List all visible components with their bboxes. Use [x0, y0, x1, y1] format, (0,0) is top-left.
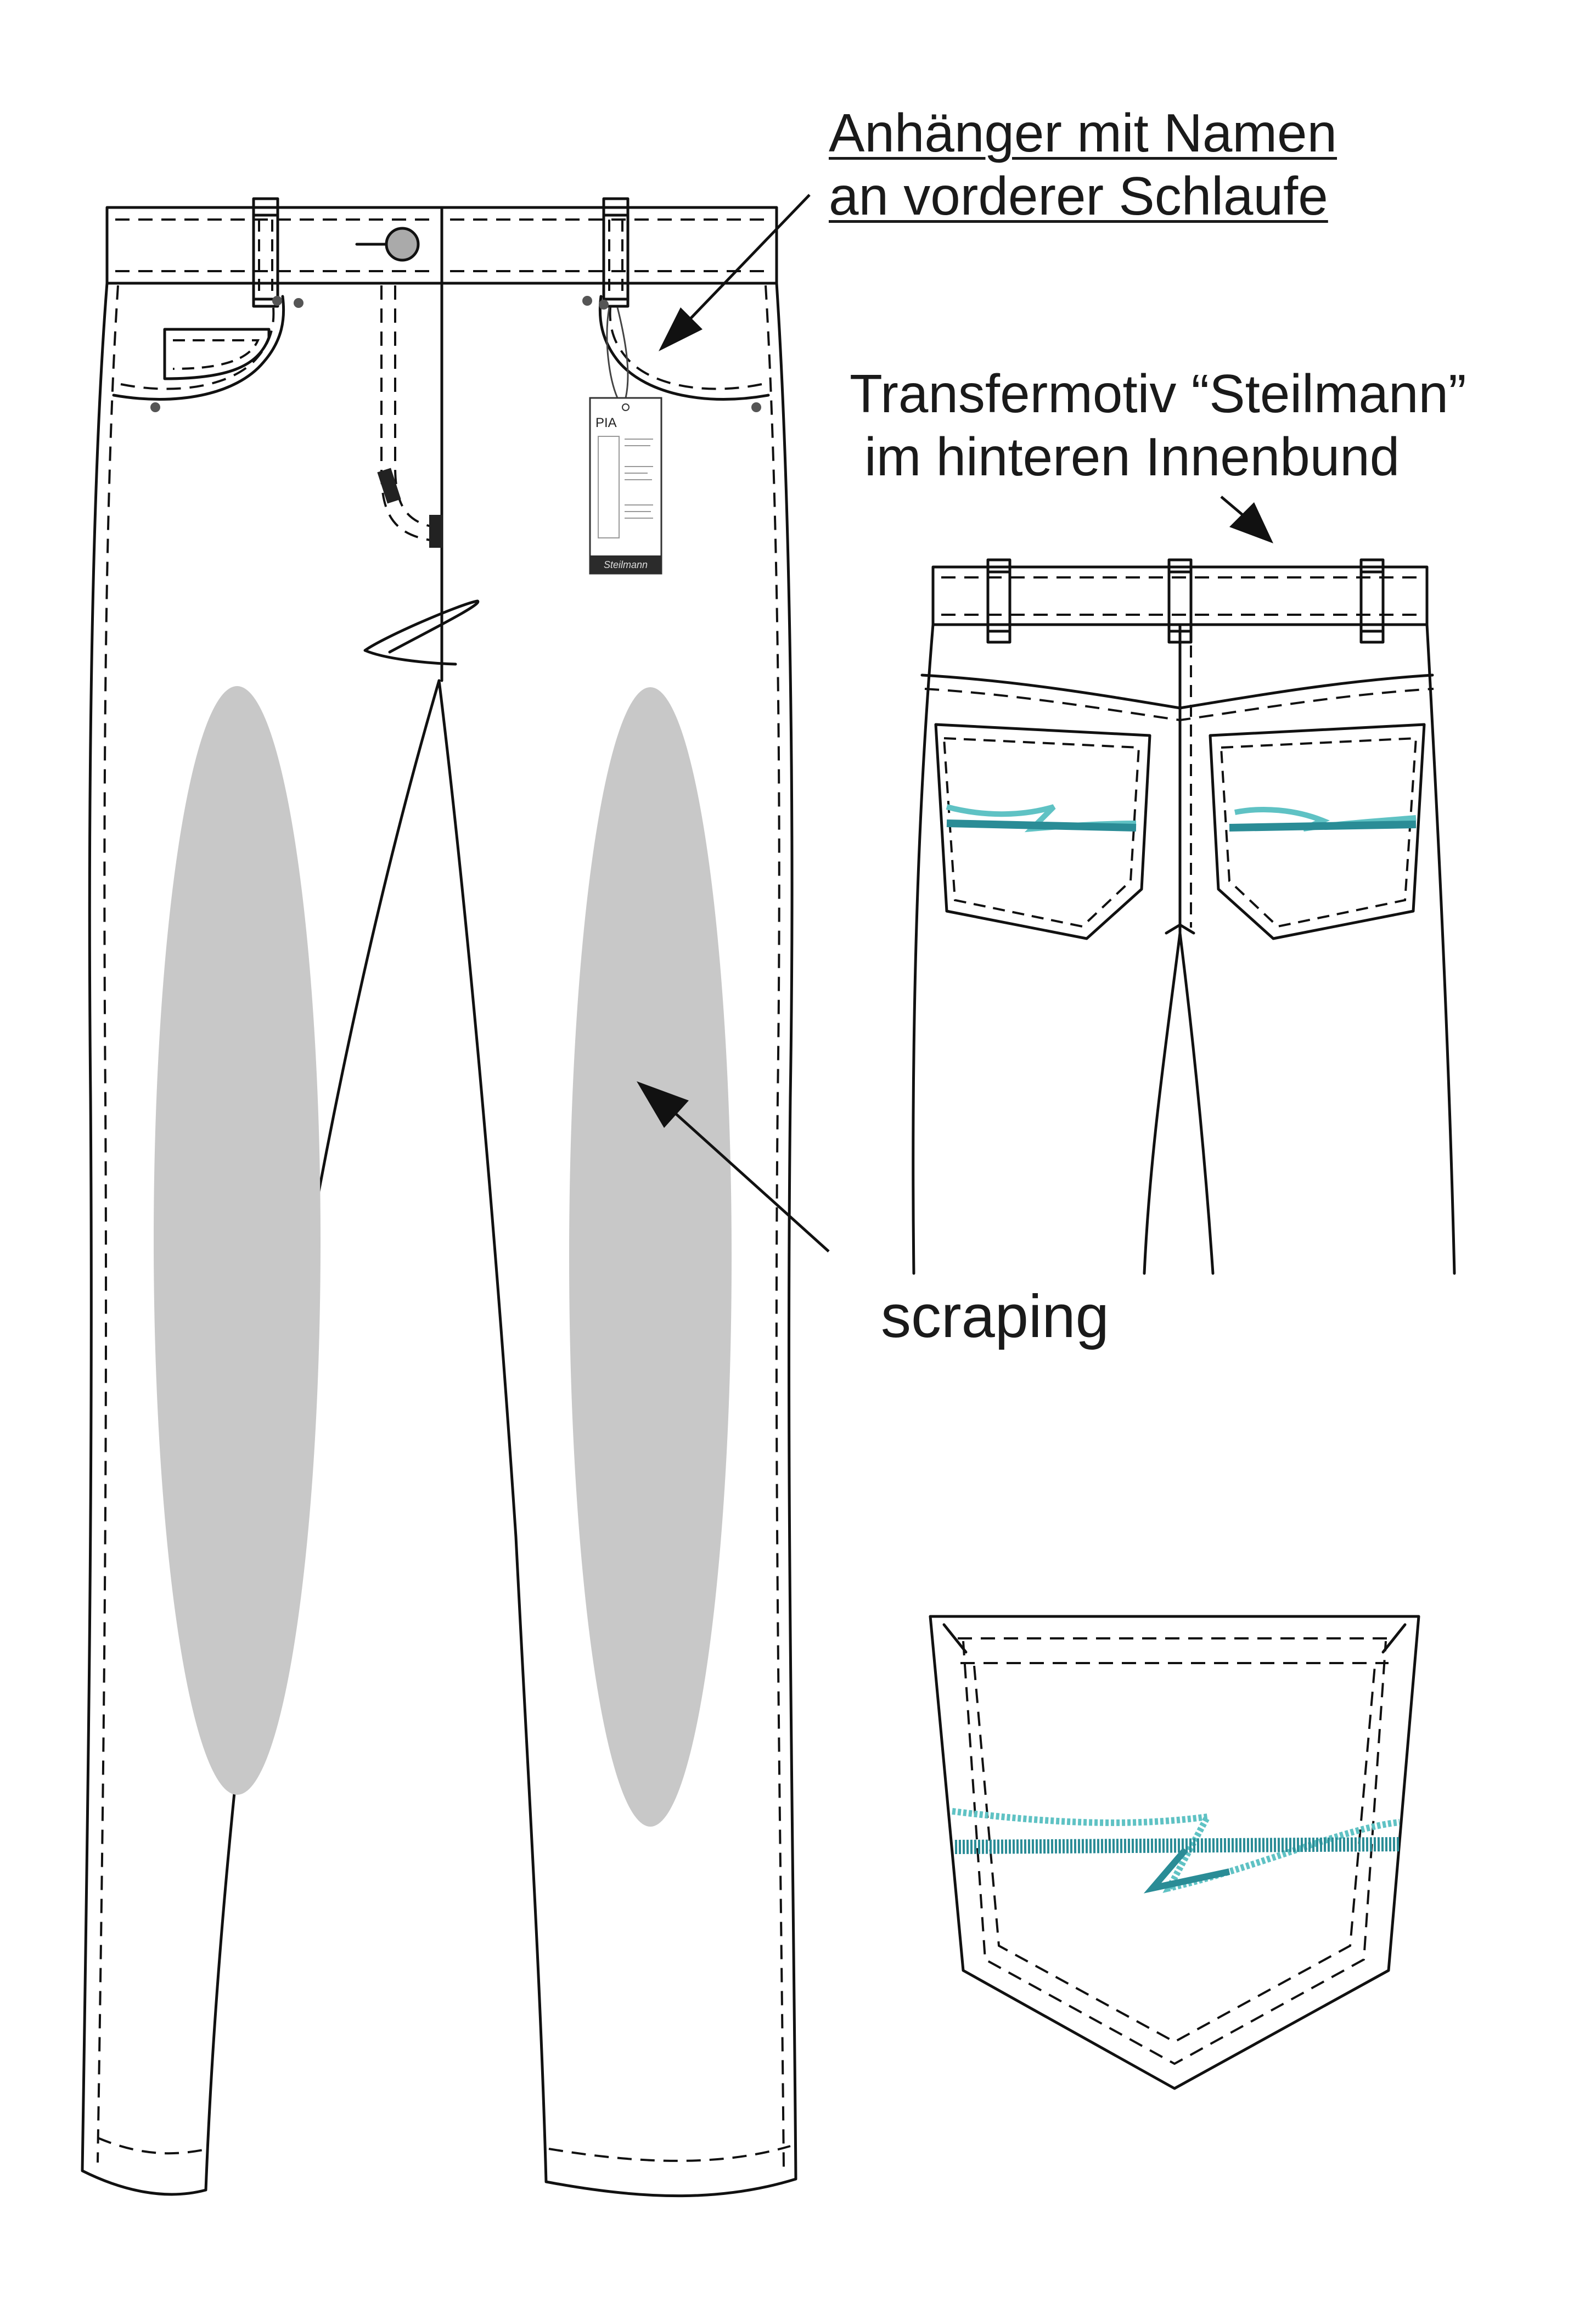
scraping-callout: scraping [881, 1283, 1109, 1350]
hangtag-title: PIA [595, 415, 617, 430]
hangtag: PIA Steilmann [589, 307, 662, 575]
front-pocket-left [112, 295, 304, 412]
back-pocket-left [934, 723, 1151, 940]
scraping-zone-left [154, 686, 321, 1795]
front-belt-loop-left [252, 197, 279, 308]
front-waistband [105, 206, 778, 285]
scraping-callout-arrow [663, 1102, 830, 1253]
front-pocket-right [582, 295, 770, 412]
hangtag-callout-line-1: Anhänger mit Namen [829, 103, 1338, 163]
back-view [912, 558, 1456, 1275]
back-belt-loops [986, 558, 1385, 644]
pocket-embroidery-dark [954, 1837, 1400, 1854]
transfer-callout-line-1: Transfermotiv “Steilmann” [850, 363, 1466, 424]
pocket-embroidery-light [952, 1808, 1400, 1893]
hangtag-callout-line-2: an vorderer Schlaufe [829, 166, 1328, 226]
back-waistband [931, 565, 1429, 626]
front-belt-loop-right [602, 197, 630, 308]
front-view [81, 197, 797, 2198]
scraping-zone-right [569, 687, 732, 1827]
front-right-leg-outline [437, 282, 797, 2198]
transfer-callout-line-2: im hinteren Innenbund [864, 426, 1400, 487]
front-fly [363, 282, 480, 682]
back-pocket-detail [929, 1615, 1420, 2090]
hangtag-brand: Steilmann [604, 559, 648, 570]
back-pocket-right [1209, 723, 1426, 940]
waistband-button [355, 227, 420, 262]
hangtag-callout-arrow [668, 194, 811, 341]
